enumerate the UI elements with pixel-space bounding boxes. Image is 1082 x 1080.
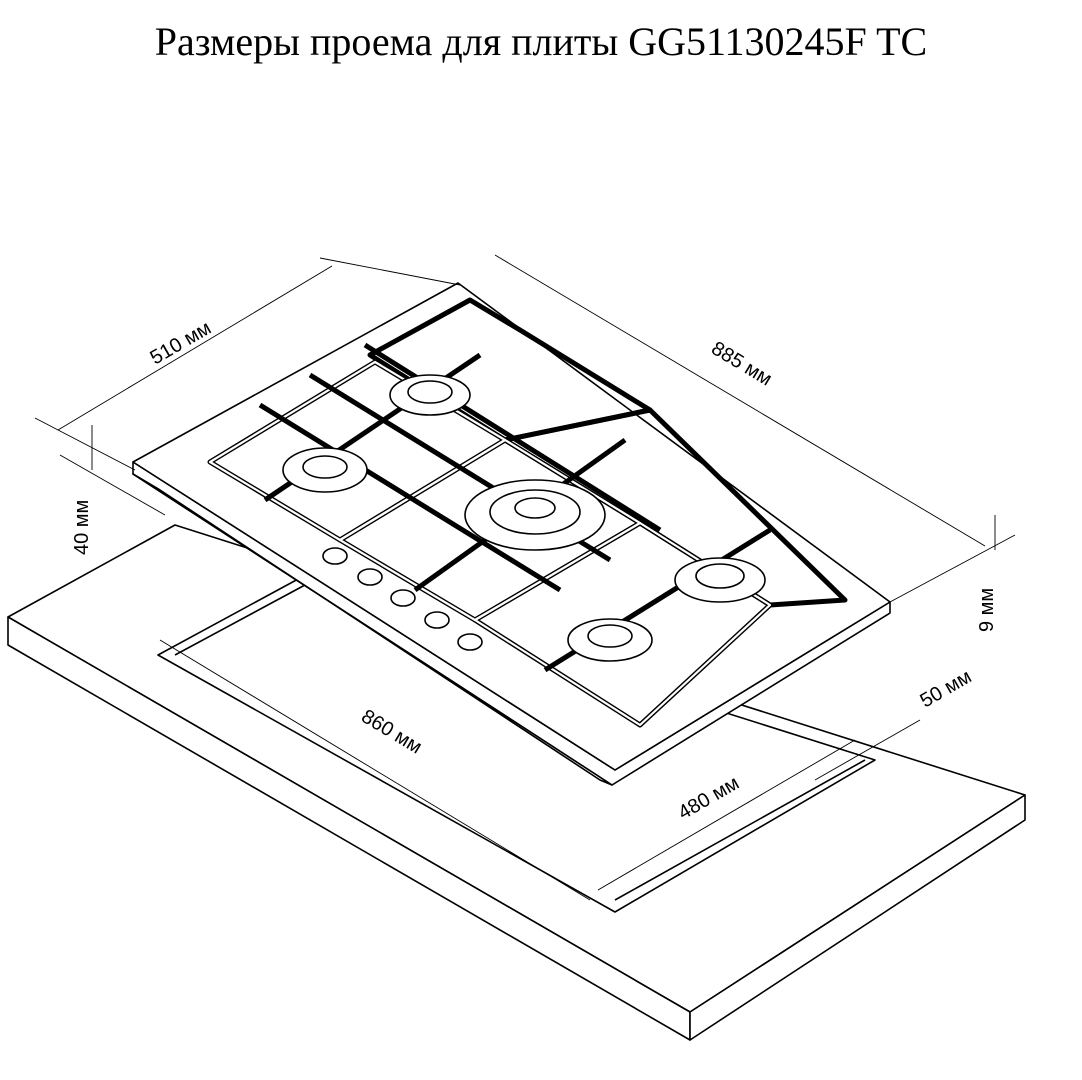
dimension-hob-depth: 510 мм — [147, 317, 216, 369]
dimension-lines — [34, 254, 1016, 901]
diagram-title: Размеры проема для плиты GG51130245F TC — [154, 19, 928, 64]
dimension-hob-width: 885 мм — [707, 337, 775, 390]
dimension-edge-offset: 50 мм — [917, 666, 976, 713]
dimension-glass-thickness: 9 мм — [976, 588, 998, 632]
countertop-cutout — [157, 577, 876, 913]
dimension-hob-height: 40 мм — [71, 500, 93, 555]
burners — [282, 374, 766, 662]
control-knobs — [322, 547, 483, 651]
gas-hob — [132, 282, 891, 786]
